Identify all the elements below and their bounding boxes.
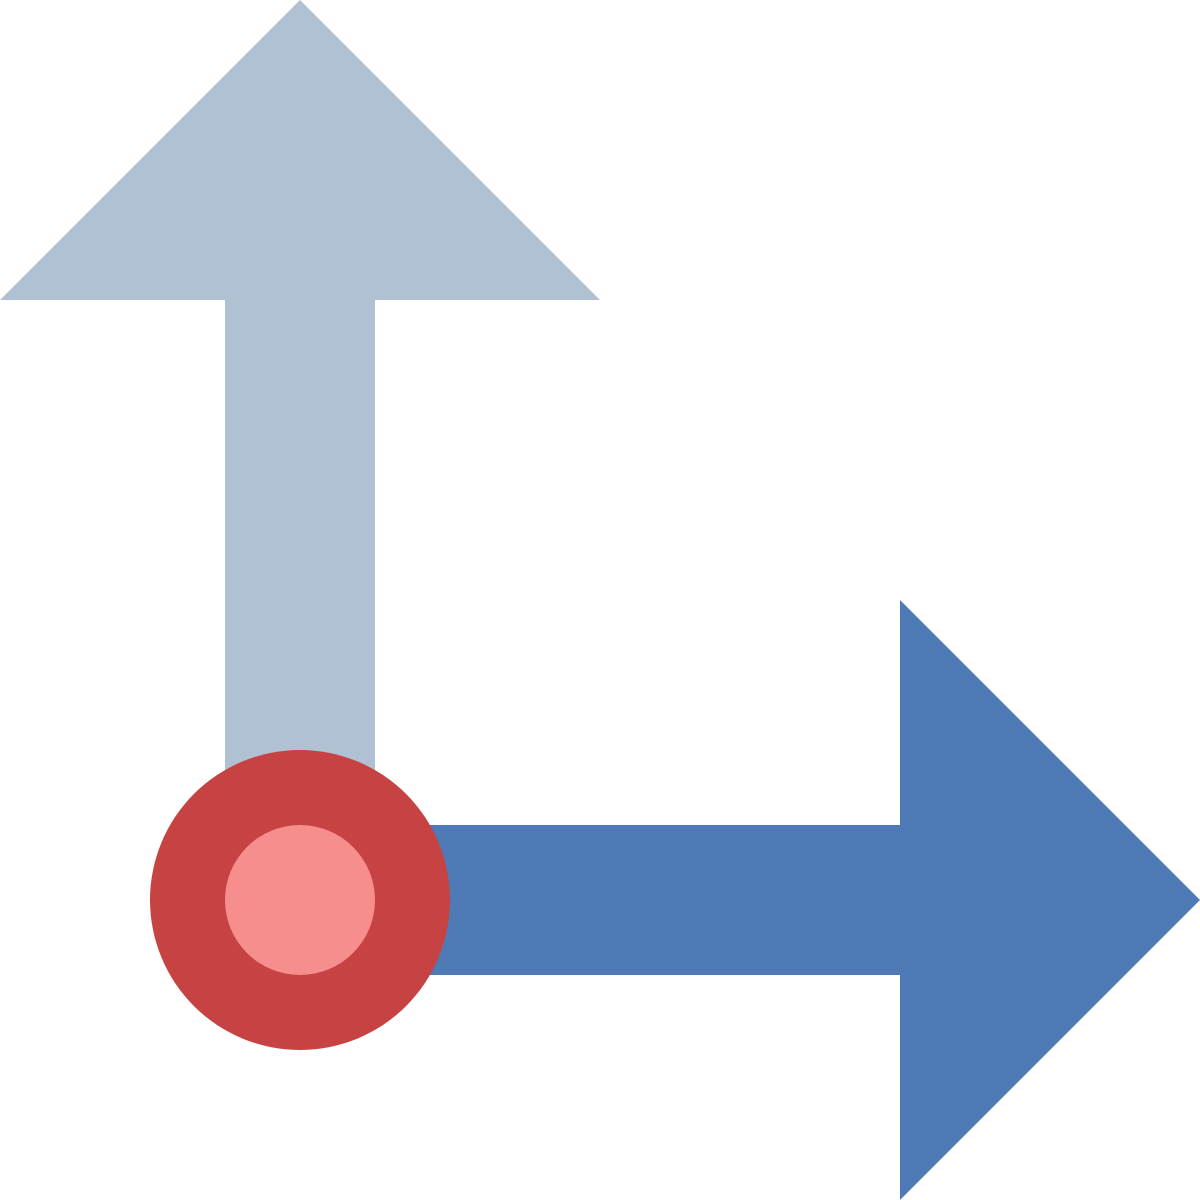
origin-center xyxy=(225,825,375,975)
y-axis-arrow xyxy=(0,0,600,900)
x-axis-arrow xyxy=(300,600,1200,1200)
